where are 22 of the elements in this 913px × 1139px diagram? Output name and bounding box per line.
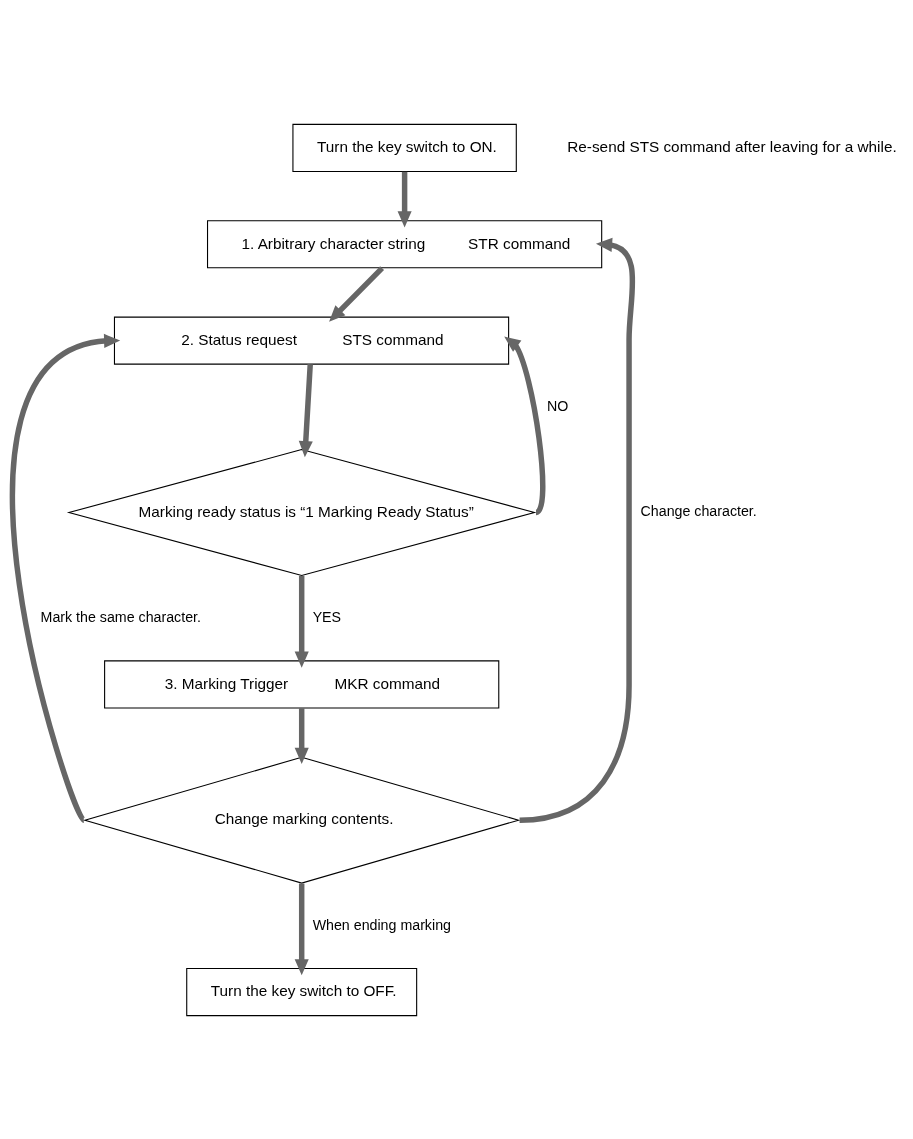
node-box: 1. Arbitrary character string STR command <box>207 219 603 268</box>
arrow <box>294 707 309 764</box>
edge-label: When ending marking <box>312 916 451 933</box>
node-box: 3. Marking Trigger MKR command <box>104 659 500 708</box>
edge-label: Change character. <box>640 502 757 519</box>
edge-label: YES <box>312 608 342 625</box>
arrow <box>10 333 121 822</box>
node-box: Turn the key switch to ON. <box>292 123 517 172</box>
label: Re-send STS command after leaving for a while. <box>567 137 897 155</box>
arrow <box>519 237 636 823</box>
edge-label: NO <box>546 397 569 414</box>
arrow <box>294 575 309 668</box>
edge-label: Mark the same character. <box>40 608 201 625</box>
node-diamond: Marking ready status is “1 Marking Ready Status” <box>66 448 537 576</box>
arrow <box>298 363 313 457</box>
arrow <box>329 265 385 322</box>
node-box: 2. Status request STS command <box>113 316 510 365</box>
arrow <box>397 171 412 227</box>
arrow <box>294 883 309 975</box>
arrow <box>504 336 546 515</box>
node-diamond: Change marking contents. <box>82 756 521 884</box>
node-box: Turn the key switch to OFF. <box>186 967 418 1016</box>
